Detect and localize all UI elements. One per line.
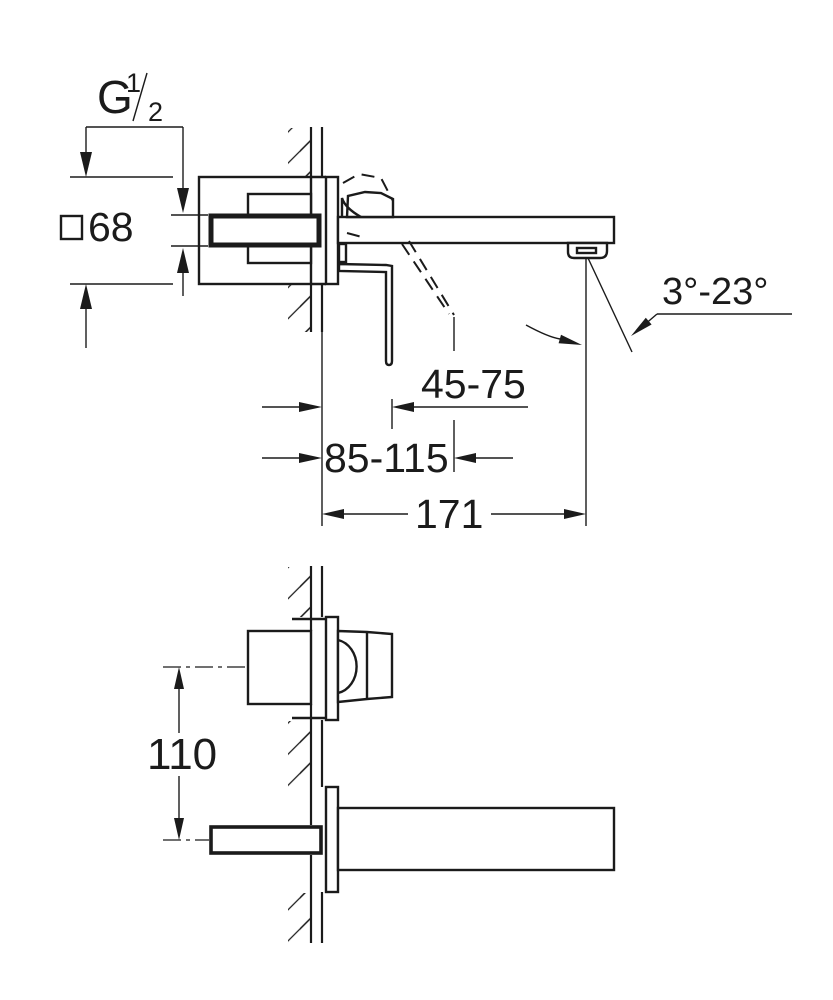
aerator-mousseur <box>575 246 598 255</box>
dim-arrowhead-down <box>80 152 92 177</box>
angle-arc <box>525 324 561 340</box>
handle-cap <box>345 190 395 219</box>
lever-open-distance-label: 85-115 <box>324 435 449 481</box>
handle-knob <box>336 629 394 704</box>
escutcheon-size-label: 68 <box>88 204 134 250</box>
dim-arrowhead-down <box>174 818 184 840</box>
front-view-drawing: 110 <box>147 566 616 943</box>
wall-opening-edges <box>292 617 326 720</box>
spout-escutcheon <box>324 785 340 894</box>
lever-neck <box>337 242 348 264</box>
handle-concealed-box <box>246 629 313 706</box>
wall-opening-edges <box>311 175 326 286</box>
lever-open-dashed <box>401 243 450 315</box>
wall-lines <box>309 566 324 943</box>
dim-arrowhead-right <box>299 402 322 412</box>
spout-side <box>336 215 616 245</box>
spout-front <box>336 806 616 872</box>
lever-closed-distance-label: 45-75 <box>421 361 526 407</box>
spout-projection-label: 171 <box>415 491 483 537</box>
handle-escutcheon <box>324 615 340 722</box>
wall-hatch-ticks <box>300 893 311 943</box>
spray-angle-line <box>587 257 633 353</box>
wall-hatch-ticks <box>300 721 311 787</box>
handle-spout-spacing-label: 110 <box>147 730 217 779</box>
dim-arrowhead-left <box>392 402 414 412</box>
angle-arc-arrowhead <box>558 334 582 345</box>
side-view-drawing: 3°-23° G 1 2 68 45-75 85-115 <box>59 68 792 537</box>
dim-arrowhead-right <box>564 509 586 519</box>
dim-arrowhead-right <box>299 453 322 463</box>
hidden-cap-edge-dashed <box>346 232 363 238</box>
supply-pipe <box>208 213 322 248</box>
wall-hatch-ticks <box>300 128 311 177</box>
dim-arrowhead-up <box>80 284 92 309</box>
lever-closed <box>337 262 394 367</box>
dim-arrowhead-left <box>454 453 476 463</box>
wall-lines <box>309 127 324 332</box>
thread-label-denominator: 2 <box>148 97 163 127</box>
thread-label-numerator: 1 <box>126 68 141 98</box>
wall-hatch-ticks <box>300 567 311 617</box>
square-symbol <box>59 214 84 241</box>
escutcheon-plate <box>324 175 340 286</box>
handle-cap-curve <box>340 197 362 219</box>
dim-arrowhead-up <box>177 248 189 273</box>
dim-arrowhead-up <box>174 667 184 689</box>
thread-fraction-slash <box>132 72 148 122</box>
angle-range-label: 3°-23° <box>662 271 768 313</box>
dim-arrowhead-left <box>322 509 344 519</box>
spout-supply-pipe <box>209 825 323 855</box>
angle-leader-arrowhead <box>631 317 652 336</box>
lever-open-dashed <box>408 240 455 316</box>
dim-arrowhead-down <box>177 188 189 213</box>
thread-label-g: G <box>97 71 133 123</box>
aerator-housing <box>566 241 609 260</box>
wall-hatch-ticks <box>300 285 311 332</box>
handle-knob-dome <box>337 638 358 695</box>
handle-cap-open-dashed <box>342 172 394 202</box>
